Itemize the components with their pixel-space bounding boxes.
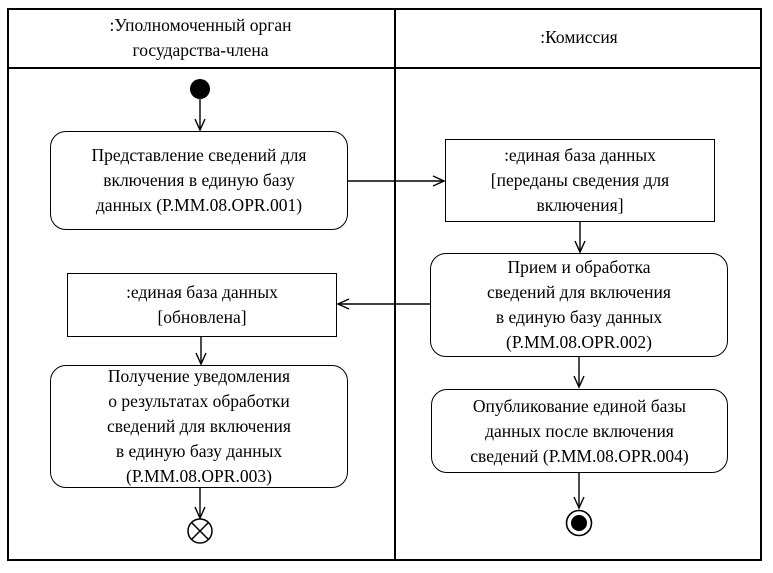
object-database-updated: :единая база данных [обновлена] [67, 273, 337, 337]
action-receive-notification: Получение уведомления о результатах обра… [50, 365, 348, 488]
object-database-transferred: :единая база данных [переданы сведения д… [445, 139, 715, 222]
lane-header-commission: :Комиссия [540, 27, 618, 47]
header-divider-line [7, 67, 762, 69]
diagram-frame [7, 8, 762, 561]
action-receive-process: Прием и обработка сведений для включения… [430, 253, 728, 357]
action-publish-database: Опубликование единой базы данных после в… [431, 389, 728, 473]
lane-divider [394, 8, 396, 561]
lane-header-authorized-body: :Уполномоченный орган государства-члена [109, 14, 292, 60]
action-submit-data: Представление сведений для включения в е… [50, 131, 348, 230]
